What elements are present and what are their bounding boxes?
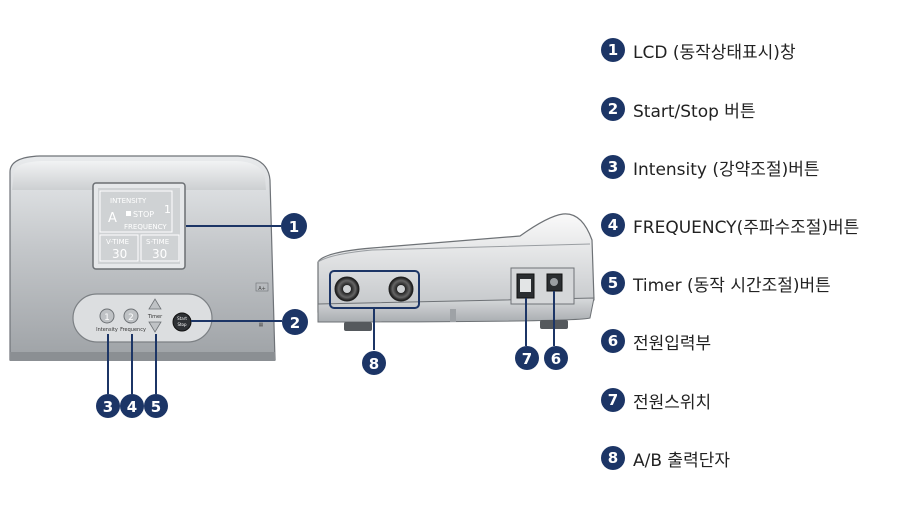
callout-4: 4: [120, 394, 144, 418]
intensity-button[interactable]: 1: [99, 308, 115, 324]
svg-text:8: 8: [369, 355, 379, 373]
callout-2: 2: [282, 309, 308, 335]
lcd-frequency-label: FREQUENCY: [124, 223, 167, 231]
legend-label: FREQUENCY(주파수조절)버튼: [633, 217, 860, 238]
lcd-mode: A: [108, 211, 117, 226]
legend-item-lcd: 1 LCD (동작상태표시)창: [601, 35, 796, 65]
callout-5: 5: [144, 394, 168, 418]
callout-7: 7: [515, 346, 539, 370]
legend-item-ab-output: 8 A/B 출력단자: [601, 443, 730, 473]
legend-item-intensity: 3 Intensity (강약조절)버튼: [601, 152, 820, 182]
lcd-v-time-value: 30: [112, 247, 127, 261]
svg-text:3: 3: [103, 398, 113, 416]
device-front-view: INTENSITY A 1 STOP FREQUENCY V-TIME 30 S…: [9, 155, 276, 361]
frequency-button[interactable]: 2: [123, 308, 139, 324]
legend-label: 전원스위치: [633, 392, 712, 413]
timer-button-label: Timer: [147, 314, 163, 320]
legend-item-frequency: 4 FREQUENCY(주파수조절)버튼: [601, 210, 859, 240]
legend-number: 1: [601, 38, 625, 62]
leader-lines: [107, 225, 555, 394]
legend-item-start-stop: 2 Start/Stop 버튼: [601, 94, 756, 124]
legend-number: 7: [601, 388, 625, 412]
lcd-s-time-value: 30: [152, 247, 167, 261]
legend-label: 전원입력부: [633, 333, 712, 354]
svg-text:1: 1: [289, 218, 299, 236]
lcd-stop-indicator: [126, 211, 131, 216]
lcd-intensity-label: INTENSITY: [110, 197, 147, 205]
legend-number: 5: [601, 271, 625, 295]
grade-mark: A+: [258, 286, 266, 292]
legend-item-power-input: 6 전원입력부: [601, 326, 711, 356]
legend-label: A/B 출력단자: [633, 450, 730, 471]
frequency-button-number: 2: [128, 313, 134, 323]
lcd-intensity-value: 1: [164, 203, 171, 216]
intensity-button-number: 1: [104, 313, 110, 323]
svg-text:6: 6: [551, 350, 561, 368]
legend-number: 2: [601, 97, 625, 121]
control-panel: 1 2 Intensity Frequency Timer Start Stop: [72, 293, 213, 343]
legend-number: 4: [601, 213, 625, 237]
intensity-button-label: Intensity: [96, 327, 118, 333]
timer-down-icon[interactable]: [148, 321, 162, 333]
callout-1: 1: [281, 213, 307, 239]
lcd-status: STOP: [133, 210, 154, 219]
svg-text:5: 5: [151, 398, 161, 416]
grade-mark-2: ▦: [259, 322, 264, 328]
callout-6: 6: [544, 346, 568, 370]
legend-number: 6: [601, 329, 625, 353]
timer-up-icon[interactable]: [148, 298, 162, 310]
lcd-window: INTENSITY A 1 STOP FREQUENCY V-TIME 30 S…: [92, 182, 186, 270]
legend-number: 8: [601, 446, 625, 470]
legend-item-timer: 5 Timer (동작 시간조절)버튼: [601, 268, 831, 298]
svg-text:4: 4: [127, 398, 137, 416]
legend-label: Timer (동작 시간조절)버튼: [633, 275, 831, 296]
start-stop-button[interactable]: Start Stop: [172, 312, 192, 332]
frequency-button-label: Frequency: [120, 327, 146, 333]
stop-label: Stop: [177, 322, 187, 327]
legend-number: 3: [601, 155, 625, 179]
timer-button[interactable]: Timer: [147, 298, 163, 333]
legend-item-power-switch: 7 전원스위치: [601, 385, 711, 415]
power-panel: [510, 267, 575, 305]
lcd-s-time-label: S-TIME: [146, 238, 169, 246]
legend-label: Intensity (강약조절)버튼: [633, 159, 820, 180]
legend-label: Start/Stop 버튼: [633, 101, 756, 122]
ab-output-jacks: [329, 270, 420, 309]
callout-8: 8: [362, 351, 386, 375]
device-side-view: [317, 213, 595, 331]
legend-label: LCD (동작상태표시)창: [633, 42, 796, 63]
start-label: Start: [177, 316, 187, 321]
lcd-v-time-label: V-TIME: [106, 238, 129, 246]
callout-3: 3: [96, 394, 120, 418]
svg-text:2: 2: [290, 314, 300, 332]
svg-text:7: 7: [522, 350, 532, 368]
